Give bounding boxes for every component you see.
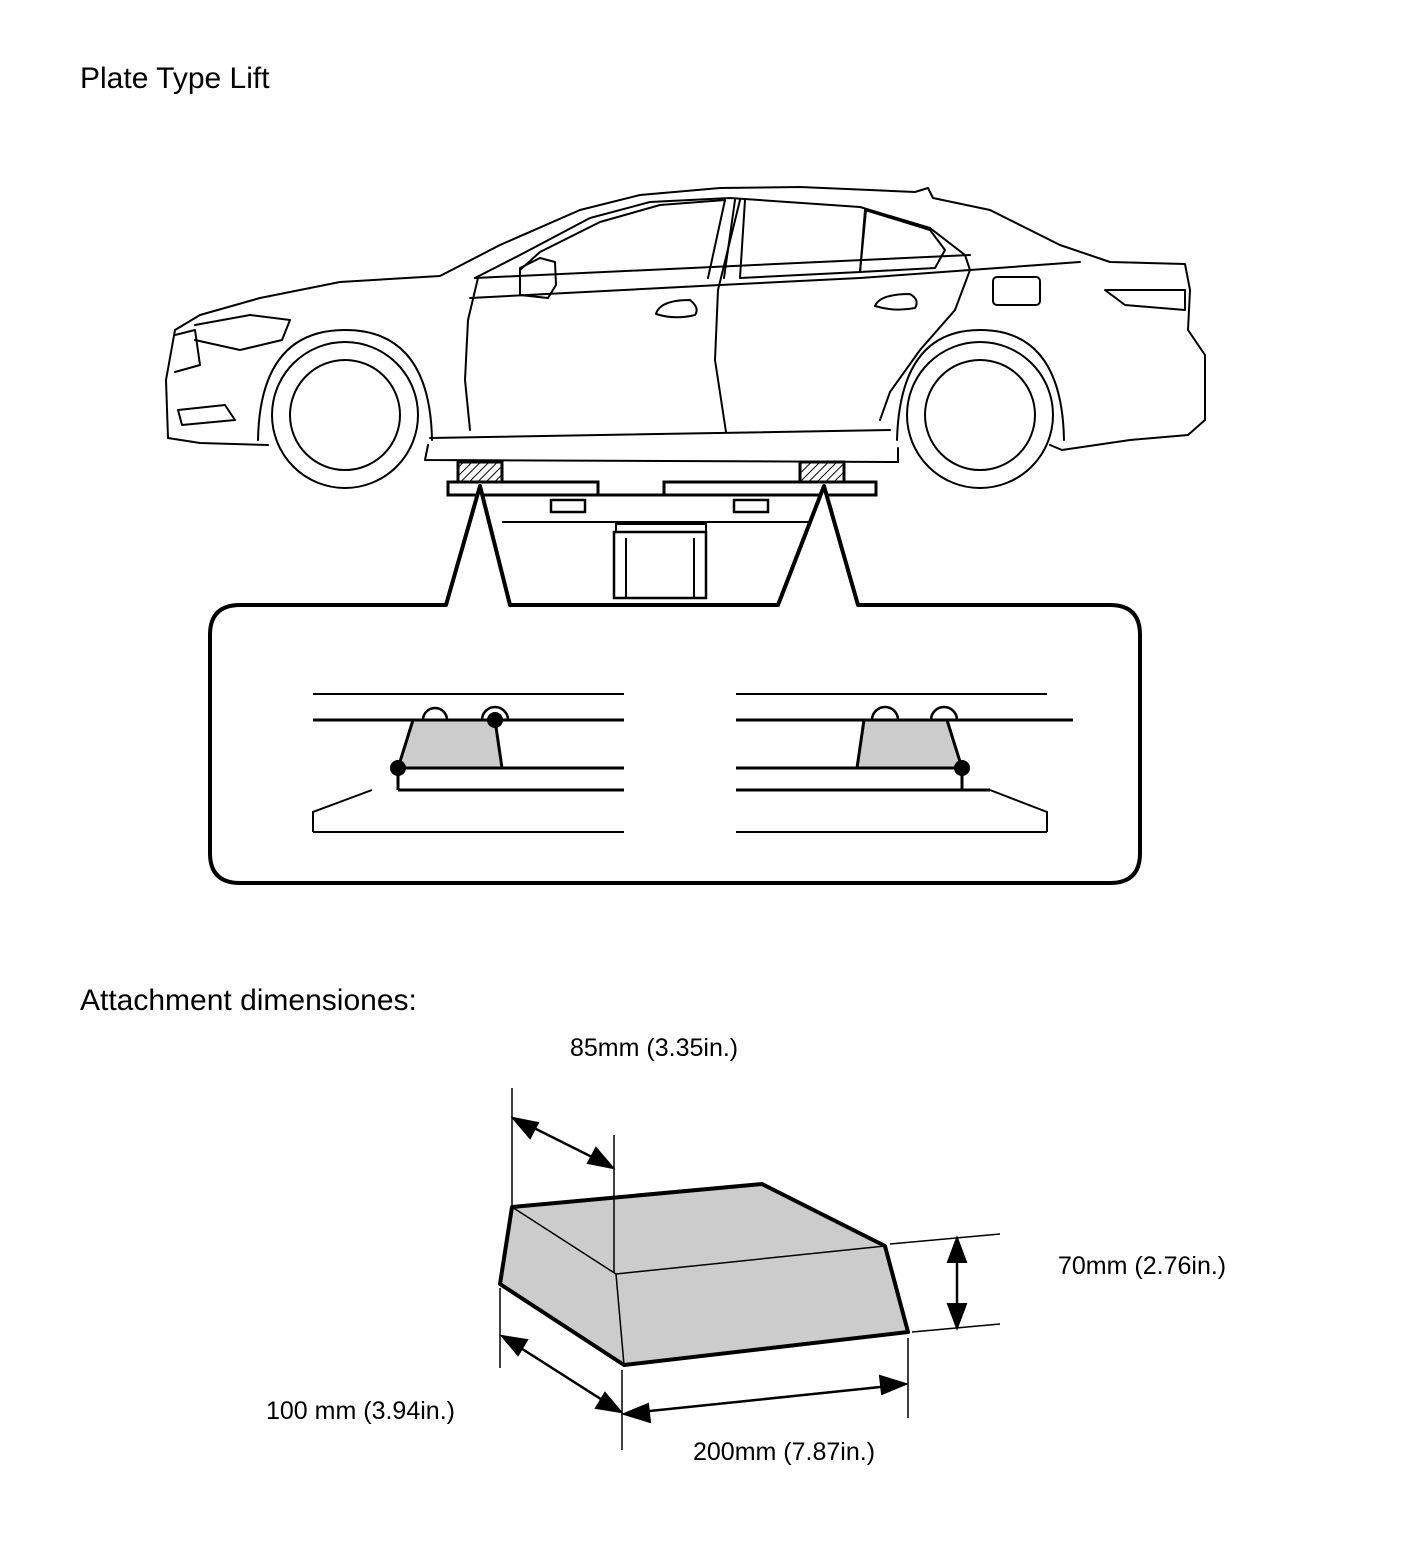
attachment-heading: Attachment dimensiones: — [80, 984, 417, 1017]
length-dimension-arrow — [639, 1384, 891, 1414]
attachment-block-3d — [498, 1182, 910, 1367]
contact-point — [390, 760, 406, 776]
lift-attachment-front — [456, 460, 504, 484]
depth-dimension-arrow — [527, 1123, 599, 1162]
height-dimension-label: 70mm (2.76in.) — [1058, 1252, 1227, 1280]
detail-callout — [208, 484, 1142, 885]
attachment-block-left — [395, 718, 504, 770]
dimension-lines — [499, 1088, 1001, 1450]
tail-light — [1104, 289, 1186, 311]
attachment-block-right — [855, 718, 965, 770]
length-dimension-label: 200mm (7.87in.) — [693, 1438, 876, 1466]
width-dimension-label: 100 mm (3.94in.) — [266, 1397, 455, 1425]
depth-dimension-label: 85mm (3.35in.) — [570, 1034, 739, 1062]
rear-window — [739, 199, 946, 279]
rear-hub — [924, 359, 1036, 471]
lift-plate-left — [446, 480, 600, 497]
lift-slot-right — [732, 498, 770, 514]
page-title: Plate Type Lift — [80, 62, 270, 95]
detail-left — [312, 693, 624, 833]
rear-wheel — [906, 341, 1054, 489]
mirror — [519, 257, 557, 299]
detail-right — [736, 693, 1073, 833]
fog-light — [177, 404, 236, 426]
lift-plate-right — [662, 480, 878, 497]
front-door-handle — [655, 299, 698, 319]
lift-attachment-rear — [798, 460, 846, 484]
car-body-outline — [165, 186, 1206, 451]
front-wheel-arch — [257, 329, 433, 441]
lift-slot-left — [549, 498, 587, 514]
car-illustration — [165, 186, 1206, 489]
lift-column — [612, 530, 708, 600]
front-hub — [289, 359, 401, 471]
rear-wheel-arch — [896, 329, 1065, 441]
headlight — [194, 314, 291, 351]
contact-point — [487, 712, 503, 728]
grille — [174, 329, 201, 373]
front-wheel — [271, 341, 419, 489]
rear-door-line — [879, 269, 971, 421]
rear-door-handle — [874, 293, 918, 311]
contact-point — [954, 760, 970, 776]
front-door-line — [464, 277, 479, 431]
fuel-door — [992, 276, 1041, 306]
width-dimension-arrow — [515, 1343, 608, 1405]
front-window — [519, 199, 726, 283]
center-pillar-line — [714, 199, 741, 433]
